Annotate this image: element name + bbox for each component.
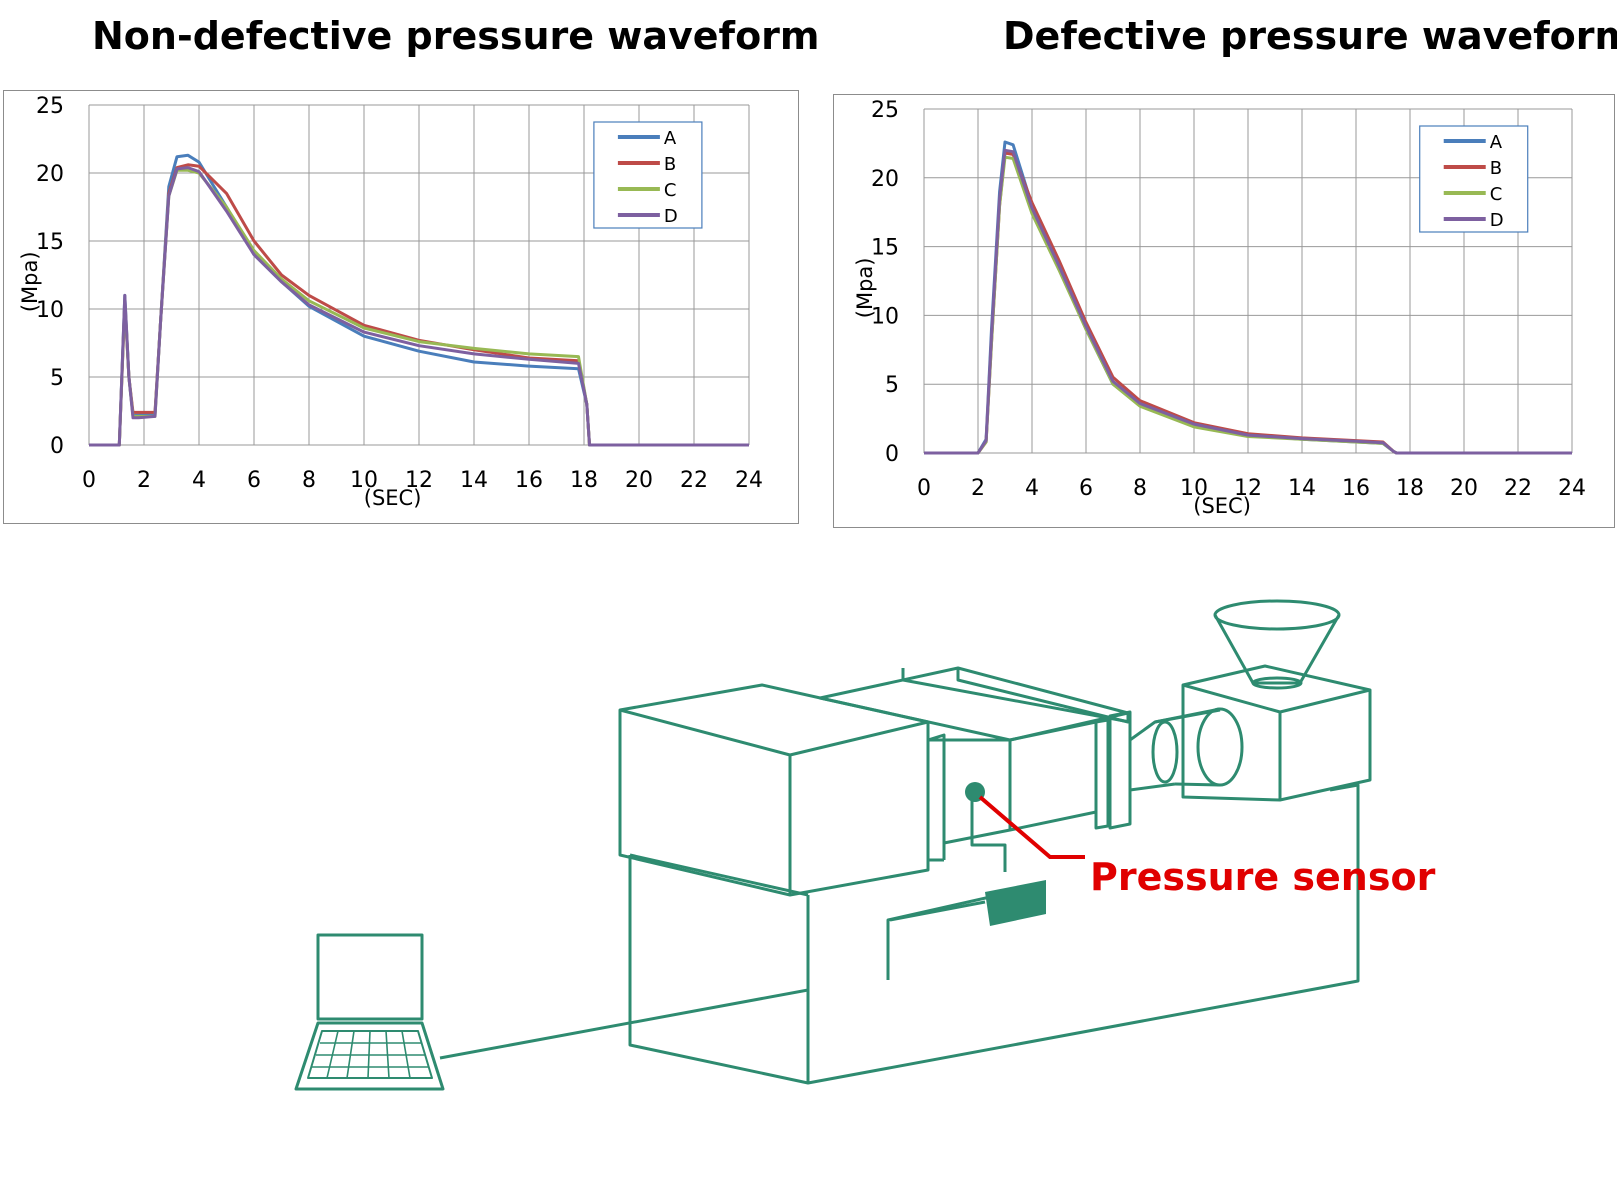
legend-label-a: A (664, 128, 677, 149)
x-tick-label: 14 (1288, 476, 1316, 501)
legend-label-b: B (1490, 158, 1502, 179)
y-tick-label: 15 (871, 236, 899, 261)
series-line-d (924, 148, 1572, 455)
x-tick-label: 4 (1025, 476, 1039, 501)
injection-molding-machine-diagram: Pressure sensor (294, 599, 1436, 1091)
x-tick-label: 12 (405, 468, 433, 493)
injection-cylinder (1196, 707, 1244, 787)
legend-label-d: D (664, 206, 678, 227)
y-tick-label: 0 (50, 434, 64, 459)
y-tick-label: 10 (871, 304, 899, 329)
x-tick-label: 24 (1558, 476, 1586, 501)
data-cable (439, 988, 809, 1060)
x-tick-label: 10 (1180, 476, 1208, 501)
x-tick-label: 16 (515, 468, 543, 493)
x-tick-label: 20 (1450, 476, 1478, 501)
x-tick-label: 12 (1234, 476, 1262, 501)
y-tick-label: 0 (885, 442, 899, 467)
controller-box (985, 880, 1046, 926)
x-tick-label: 4 (192, 468, 206, 493)
x-tick-label: 22 (680, 468, 708, 493)
x-tick-label: 20 (625, 468, 653, 493)
x-tick-label: 0 (82, 468, 96, 493)
x-tick-label: 14 (460, 468, 488, 493)
legend-label-c: C (1490, 184, 1503, 205)
x-tick-label: 18 (1396, 476, 1424, 501)
y-tick-label: 15 (36, 230, 64, 255)
series-line-d (89, 166, 749, 447)
y-tick-label: 5 (50, 366, 64, 391)
chart-title-non-defective: Non-defective pressure waveform (92, 14, 820, 58)
y-tick-label: 5 (885, 373, 899, 398)
y-tick-label: 10 (36, 298, 64, 323)
y-axis-label: (Mpa) (18, 251, 42, 312)
y-tick-label: 20 (871, 167, 899, 192)
legend-label-a: A (1490, 132, 1503, 153)
x-axis-label: (SEC) (1193, 494, 1251, 518)
x-tick-label: 6 (1079, 476, 1093, 501)
x-tick-label: 2 (971, 476, 985, 501)
legend-box (1419, 125, 1529, 233)
legend-label-c: C (664, 180, 677, 201)
laptop-keyboard (294, 1021, 445, 1091)
y-tick-label: 25 (871, 98, 899, 123)
x-tick-label: 18 (570, 468, 598, 493)
x-tick-label: 24 (735, 468, 763, 493)
clamp-box-top (618, 683, 930, 757)
x-axis-label: (SEC) (364, 486, 422, 510)
chart-title-defective: Defective pressure waveform (1003, 14, 1617, 58)
y-tick-label: 20 (36, 162, 64, 187)
hopper (1213, 599, 1341, 631)
x-tick-label: 8 (302, 468, 316, 493)
x-tick-label: 0 (917, 476, 931, 501)
x-tick-label: 6 (247, 468, 261, 493)
x-tick-label: 2 (137, 468, 151, 493)
pressure-sensor-label: Pressure sensor (1090, 855, 1436, 899)
x-tick-label: 8 (1133, 476, 1147, 501)
x-tick-label: 22 (1504, 476, 1532, 501)
y-tick-label: 25 (36, 94, 64, 119)
machine-base (628, 783, 1360, 1085)
y-axis-label: (Mpa) (853, 258, 877, 319)
x-tick-label: 10 (350, 468, 378, 493)
legend-box (593, 121, 703, 229)
laptop-screen (316, 933, 424, 1021)
legend-label-b: B (664, 154, 676, 175)
sensor-pointer-line (978, 795, 1085, 859)
x-tick-label: 16 (1342, 476, 1370, 501)
legend-label-d: D (1490, 210, 1504, 231)
